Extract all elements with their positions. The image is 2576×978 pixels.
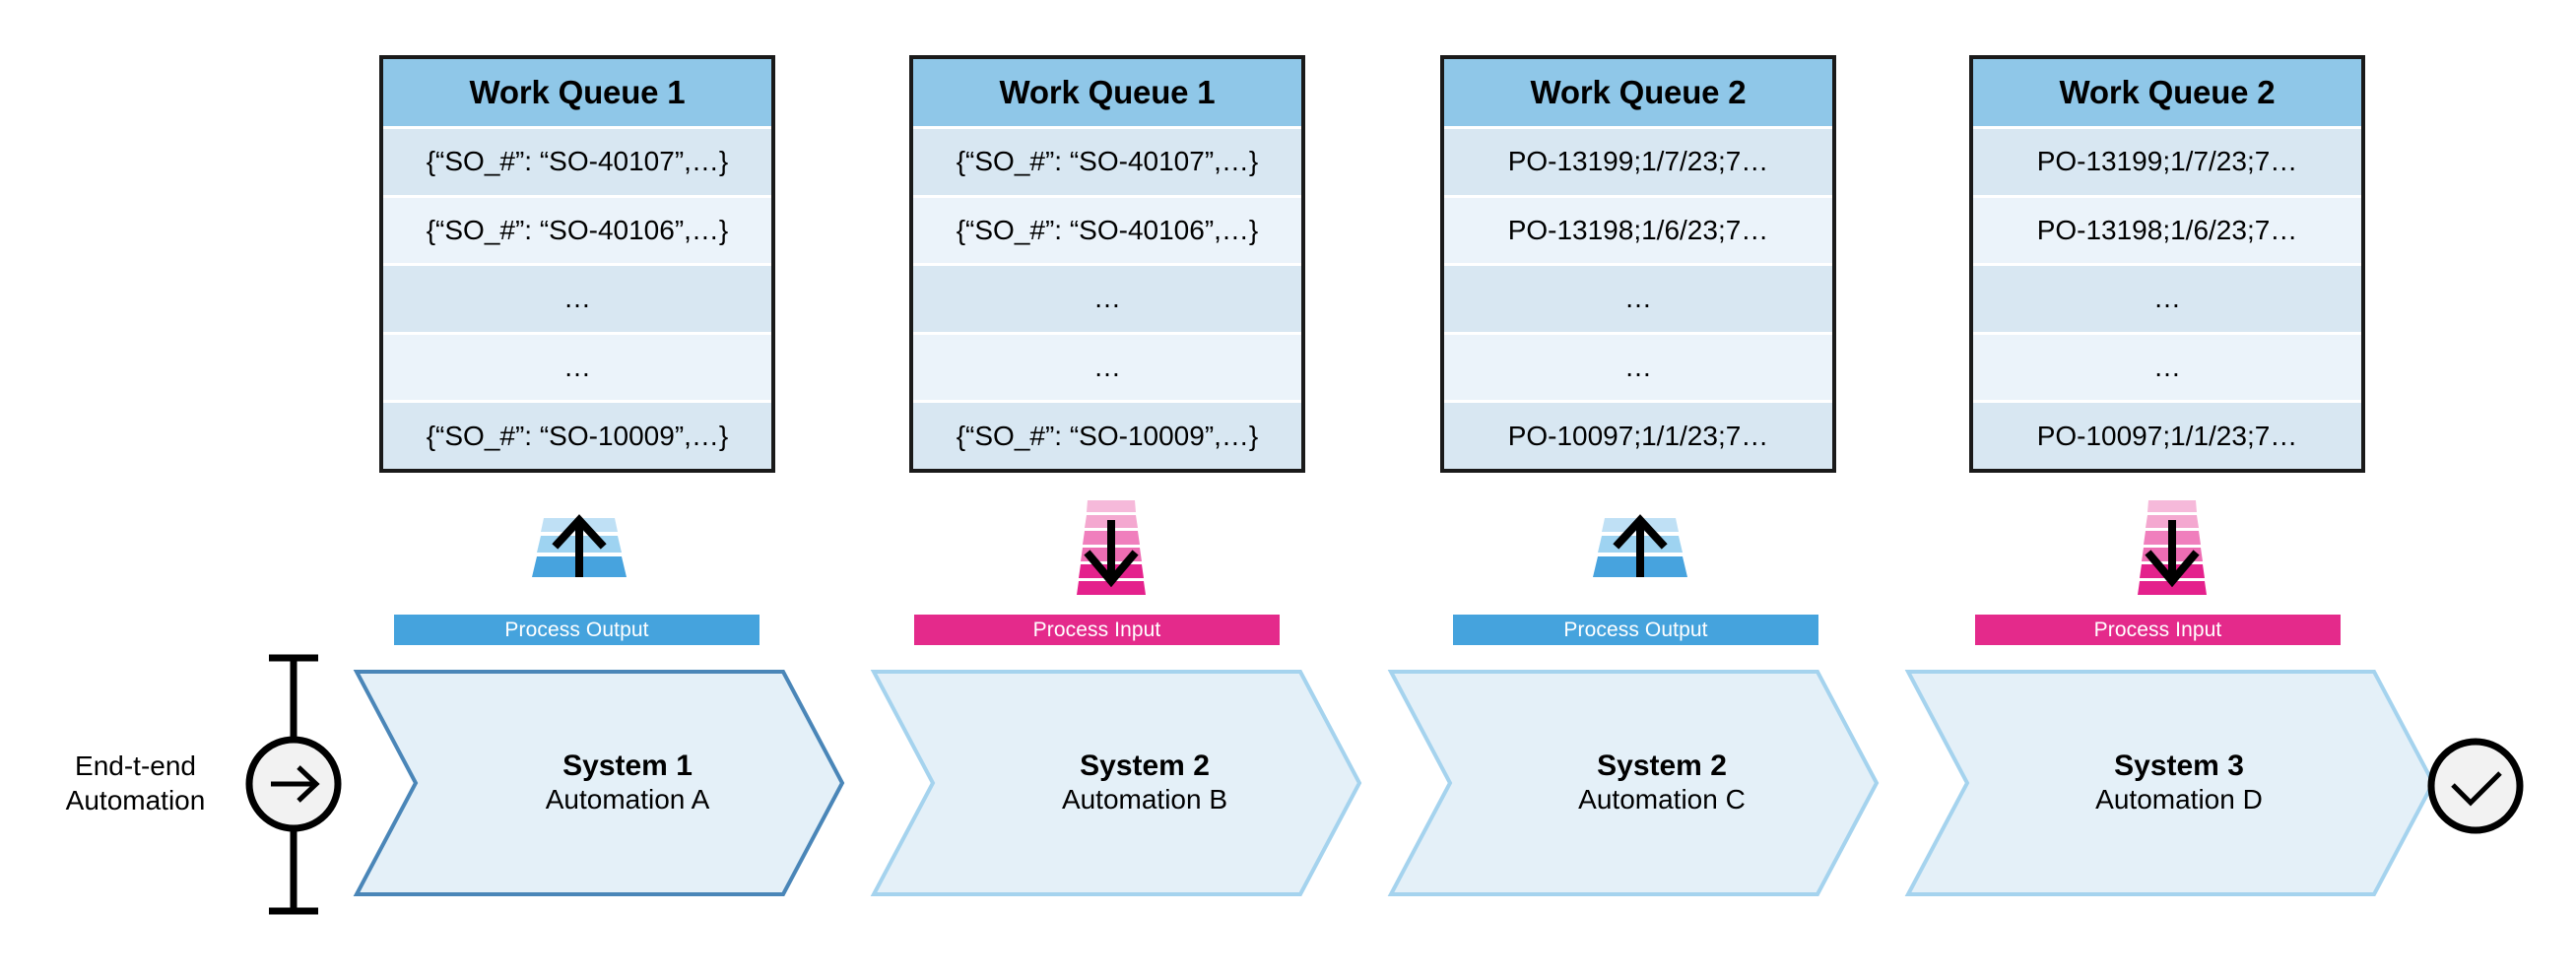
work-queue-row[interactable]: {“SO_#”: “SO-40106”,…}: [913, 197, 1301, 264]
stack-down-arrow-icon: [1052, 496, 1170, 595]
work-queue-row[interactable]: {“SO_#”: “SO-40106”,…}: [383, 197, 771, 264]
work-queue-rows: {“SO_#”: “SO-40107”,…} {“SO_#”: “SO-4010…: [913, 126, 1301, 469]
work-queue-row[interactable]: …: [913, 266, 1301, 332]
work-queue-row[interactable]: PO-13198;1/6/23;7…: [1444, 197, 1832, 264]
process-chevron-3-label: System 2 Automation C: [1480, 749, 1844, 815]
system-name: System 1: [562, 750, 693, 782]
work-queue-row[interactable]: {“SO_#”: “SO-10009”,…}: [913, 403, 1301, 469]
check-circle-icon[interactable]: [2427, 738, 2524, 834]
process-output-label-1[interactable]: Process Output: [394, 615, 760, 645]
work-queue-row[interactable]: PO-13198;1/6/23;7…: [1973, 197, 2361, 264]
automation-name: Automation D: [2095, 784, 2263, 815]
process-output-label-2[interactable]: Process Output: [1453, 615, 1818, 645]
work-queue-rows: PO-13199;1/7/23;7… PO-13198;1/6/23;7… … …: [1973, 126, 2361, 469]
work-queue-table-3[interactable]: Work Queue 2 PO-13199;1/7/23;7… PO-13198…: [1440, 55, 1836, 473]
arrow-right-circle-icon[interactable]: [245, 736, 342, 832]
stack-up-arrow-icon: [1581, 508, 1699, 603]
work-queue-row[interactable]: …: [383, 266, 771, 332]
process-input-label-2[interactable]: Process Input: [1975, 615, 2341, 645]
work-queue-row[interactable]: …: [1444, 334, 1832, 401]
system-name: System 2: [1597, 750, 1727, 782]
work-queue-header: Work Queue 1: [913, 59, 1301, 126]
process-input-label-1[interactable]: Process Input: [914, 615, 1280, 645]
work-queue-row[interactable]: …: [913, 334, 1301, 401]
work-queue-row[interactable]: …: [1444, 266, 1832, 332]
work-queue-header: Work Queue 2: [1973, 59, 2361, 126]
process-chevron-4-label: System 3 Automation D: [1997, 749, 2361, 815]
stack-up-arrow-icon: [520, 508, 638, 603]
work-queue-row[interactable]: …: [1973, 334, 2361, 401]
end-to-end-bracket: [269, 654, 318, 915]
work-queue-rows: PO-13199;1/7/23;7… PO-13198;1/6/23;7… … …: [1444, 126, 1832, 469]
system-name: System 3: [2114, 750, 2244, 782]
work-queue-table-4[interactable]: Work Queue 2 PO-13199;1/7/23;7… PO-13198…: [1969, 55, 2365, 473]
work-queue-row[interactable]: …: [383, 334, 771, 401]
work-queue-row[interactable]: PO-13199;1/7/23;7…: [1973, 129, 2361, 195]
work-queue-rows: {“SO_#”: “SO-40107”,…} {“SO_#”: “SO-4010…: [383, 126, 771, 469]
work-queue-table-1[interactable]: Work Queue 1 {“SO_#”: “SO-40107”,…} {“SO…: [379, 55, 775, 473]
work-queue-row[interactable]: PO-13199;1/7/23;7…: [1444, 129, 1832, 195]
work-queue-row[interactable]: PO-10097;1/1/23;7…: [1973, 403, 2361, 469]
work-queue-row[interactable]: …: [1973, 266, 2361, 332]
work-queue-header: Work Queue 1: [383, 59, 771, 126]
work-queue-table-2[interactable]: Work Queue 1 {“SO_#”: “SO-40107”,…} {“SO…: [909, 55, 1305, 473]
automation-name: Automation C: [1578, 784, 1746, 815]
work-queue-row[interactable]: {“SO_#”: “SO-10009”,…}: [383, 403, 771, 469]
work-queue-row[interactable]: PO-10097;1/1/23;7…: [1444, 403, 1832, 469]
system-name: System 2: [1080, 750, 1210, 782]
automation-name: Automation A: [545, 784, 710, 815]
work-queue-row[interactable]: {“SO_#”: “SO-40107”,…}: [913, 129, 1301, 195]
work-queue-row[interactable]: {“SO_#”: “SO-40107”,…}: [383, 129, 771, 195]
automation-name: Automation B: [1061, 784, 1228, 815]
stack-down-arrow-icon: [2113, 496, 2231, 595]
work-queue-header: Work Queue 2: [1444, 59, 1832, 126]
end-to-end-automation-label: End-t-end Automation: [65, 750, 206, 815]
process-chevron-2-label: System 2 Automation B: [962, 749, 1327, 815]
process-chevron-1-label: System 1 Automation A: [445, 749, 810, 815]
